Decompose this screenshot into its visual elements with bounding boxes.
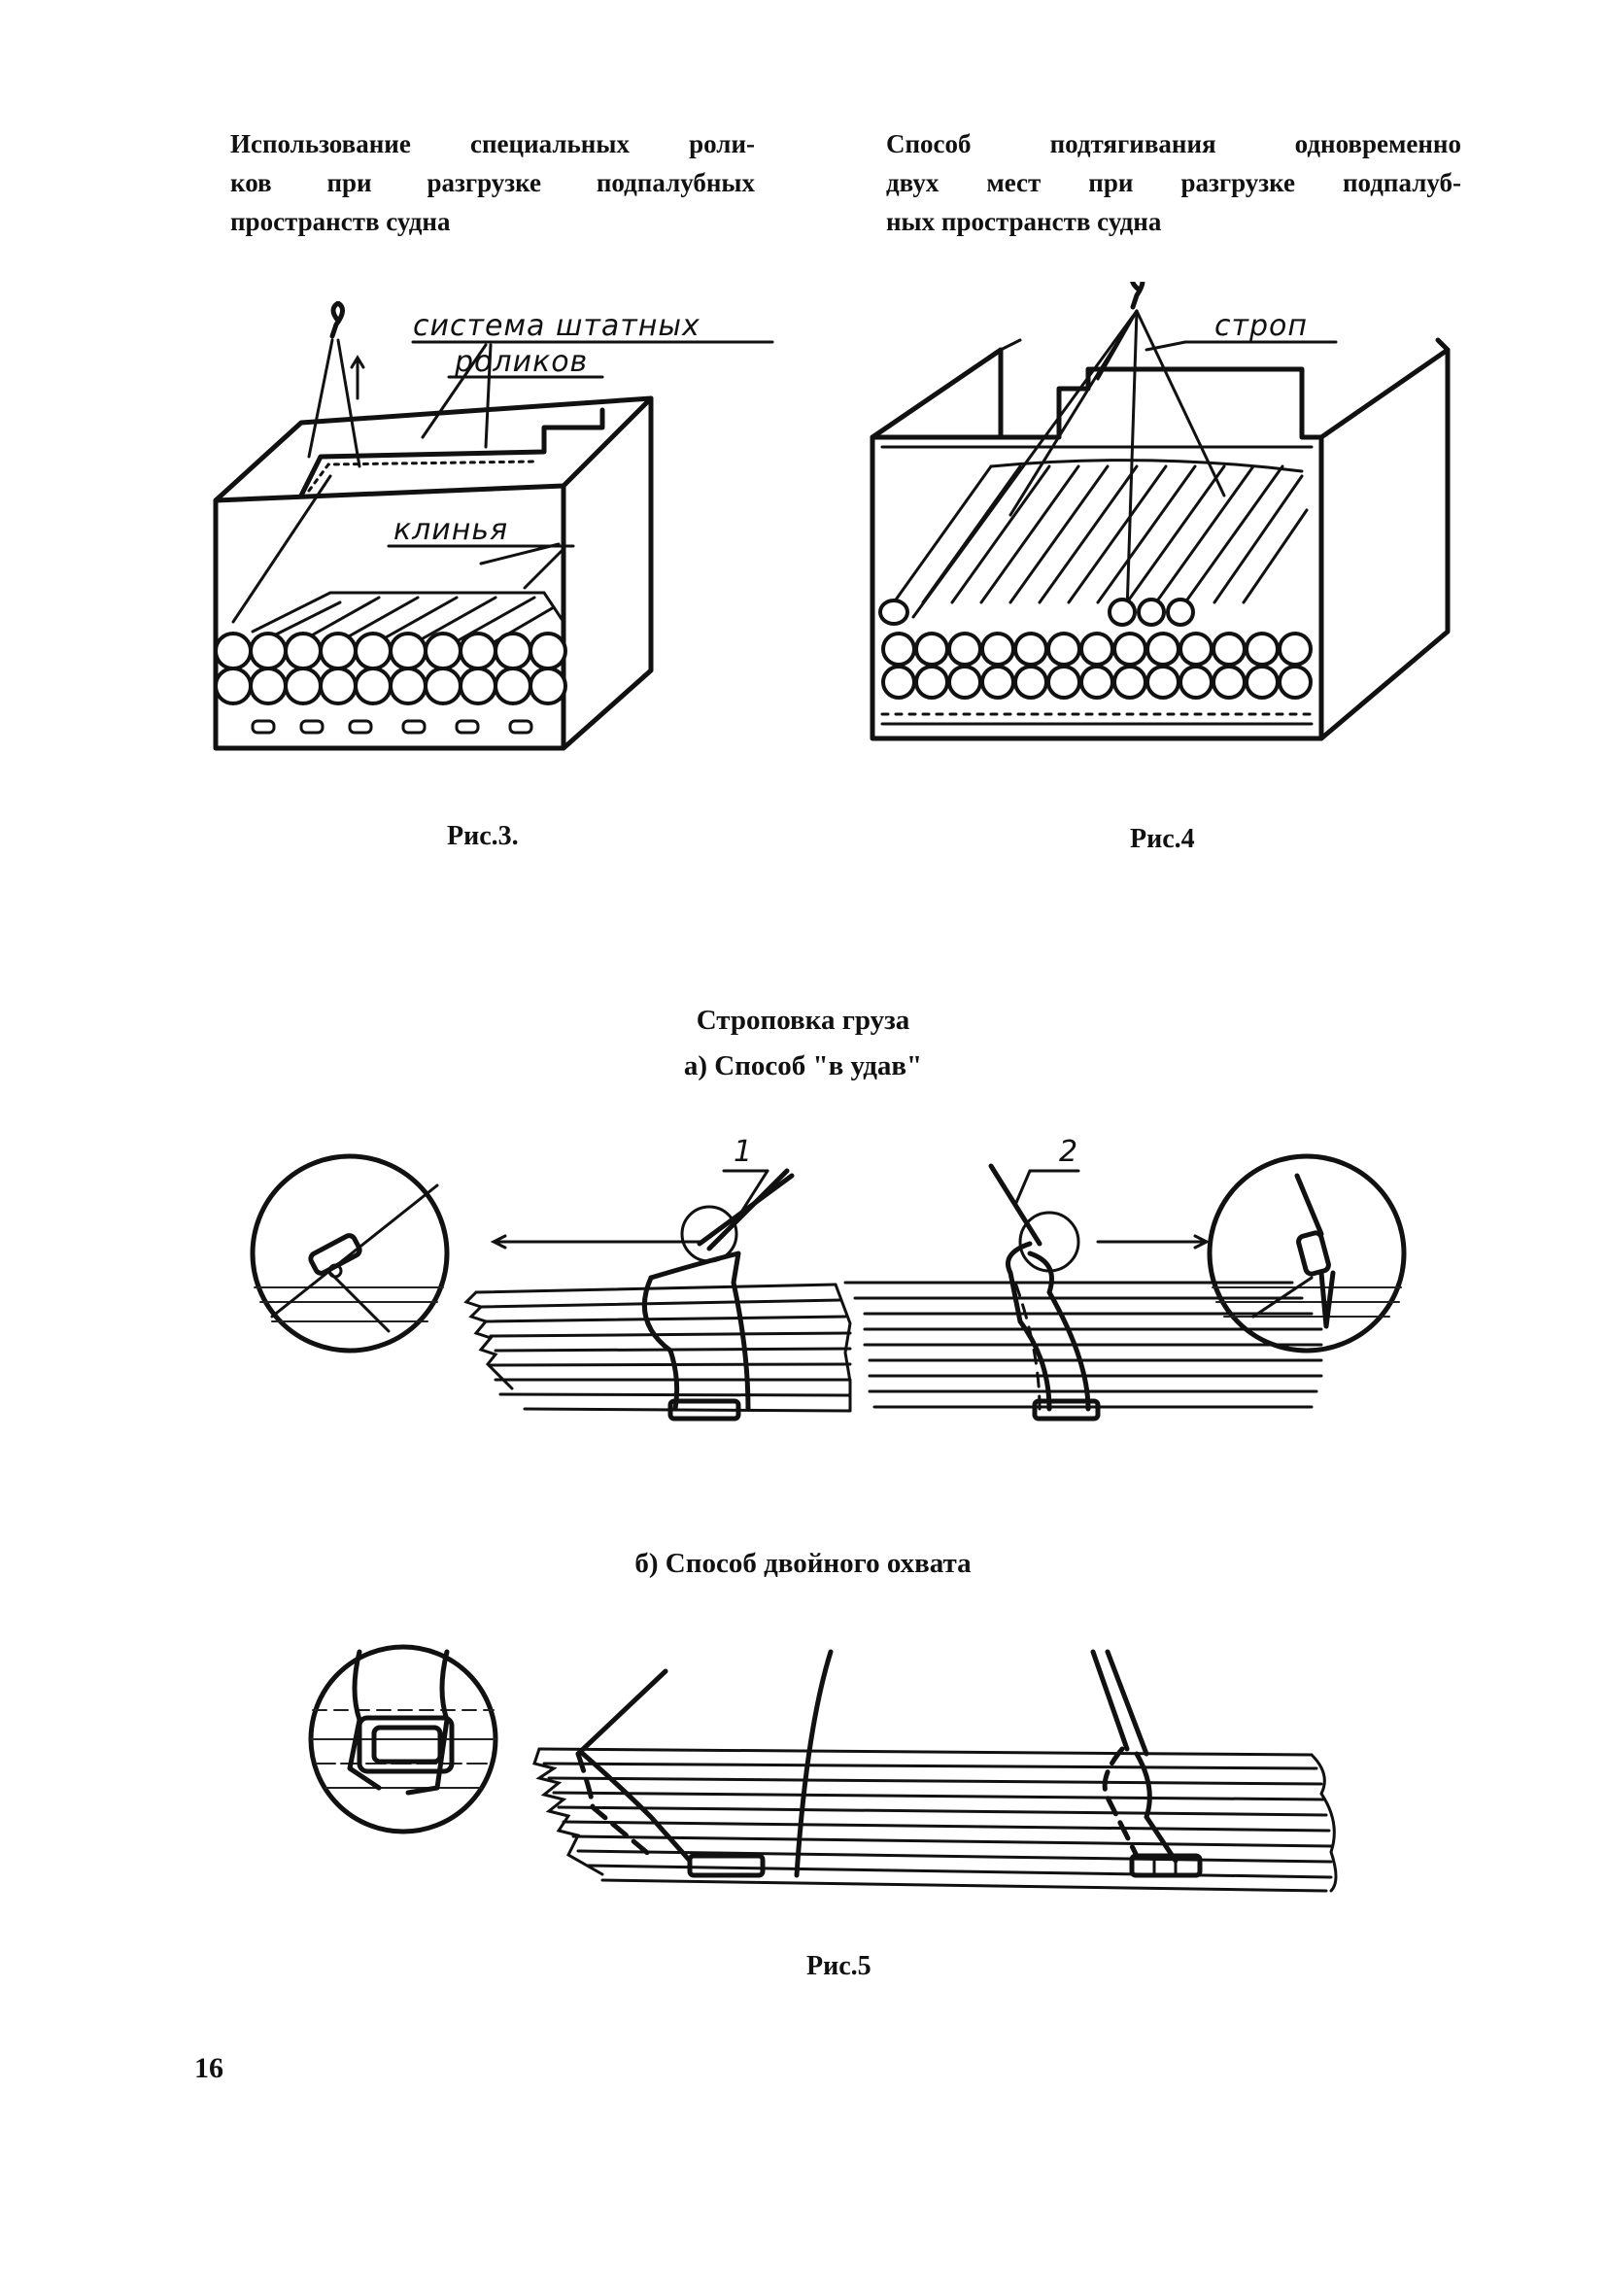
fig5a-choke-hitch-drawing: 1 2 xyxy=(250,1135,1407,1422)
fig4-caption-line: двух мест при разгрузке подпалуб- xyxy=(886,168,1461,197)
fig4-caption-line: ных пространств судна xyxy=(886,207,1162,236)
fig4-caption-line: Способ подтягивания одновременно xyxy=(886,129,1461,158)
fig4-hold-sling-drawing: строп xyxy=(870,282,1451,741)
fig3-caption: Использование специальных роли- ков при … xyxy=(230,124,755,241)
fig5-title: Строповка груза xyxy=(696,1005,910,1036)
fig3-caption-line: Использование специальных роли- xyxy=(230,129,755,158)
fig4-label-sling: строп xyxy=(1214,309,1308,343)
fig4-caption: Способ подтягивания одновременно двух ме… xyxy=(886,124,1461,241)
fig4-label: Рис.4 xyxy=(1130,824,1195,854)
fig3-label-wedges: клинья xyxy=(393,513,508,547)
page-number: 16 xyxy=(194,2052,223,2084)
fig5b-double-wrap-drawing xyxy=(308,1644,1338,1893)
fig5a-marker-2: 2 xyxy=(1059,1135,1078,1169)
fig5-label: Рис.5 xyxy=(806,1951,871,1981)
fig3-label: Рис.3. xyxy=(447,821,519,851)
fig5-subtitle-a: а) Способ "в удав" xyxy=(683,1050,923,1081)
fig5a-marker-1: 1 xyxy=(734,1135,753,1169)
fig3-hold-rollers-drawing: система штатных роликов клинья xyxy=(213,301,774,751)
fig3-label-rollers-1: система штатных xyxy=(413,309,700,343)
fig5-subtitle-b: б) Способ двойного охвата xyxy=(634,1548,972,1579)
fig3-caption-line: пространств судна xyxy=(230,207,451,236)
fig3-label-rollers-2: роликов xyxy=(454,345,588,379)
fig3-caption-line: ков при разгрузке подпалубных xyxy=(230,168,755,197)
